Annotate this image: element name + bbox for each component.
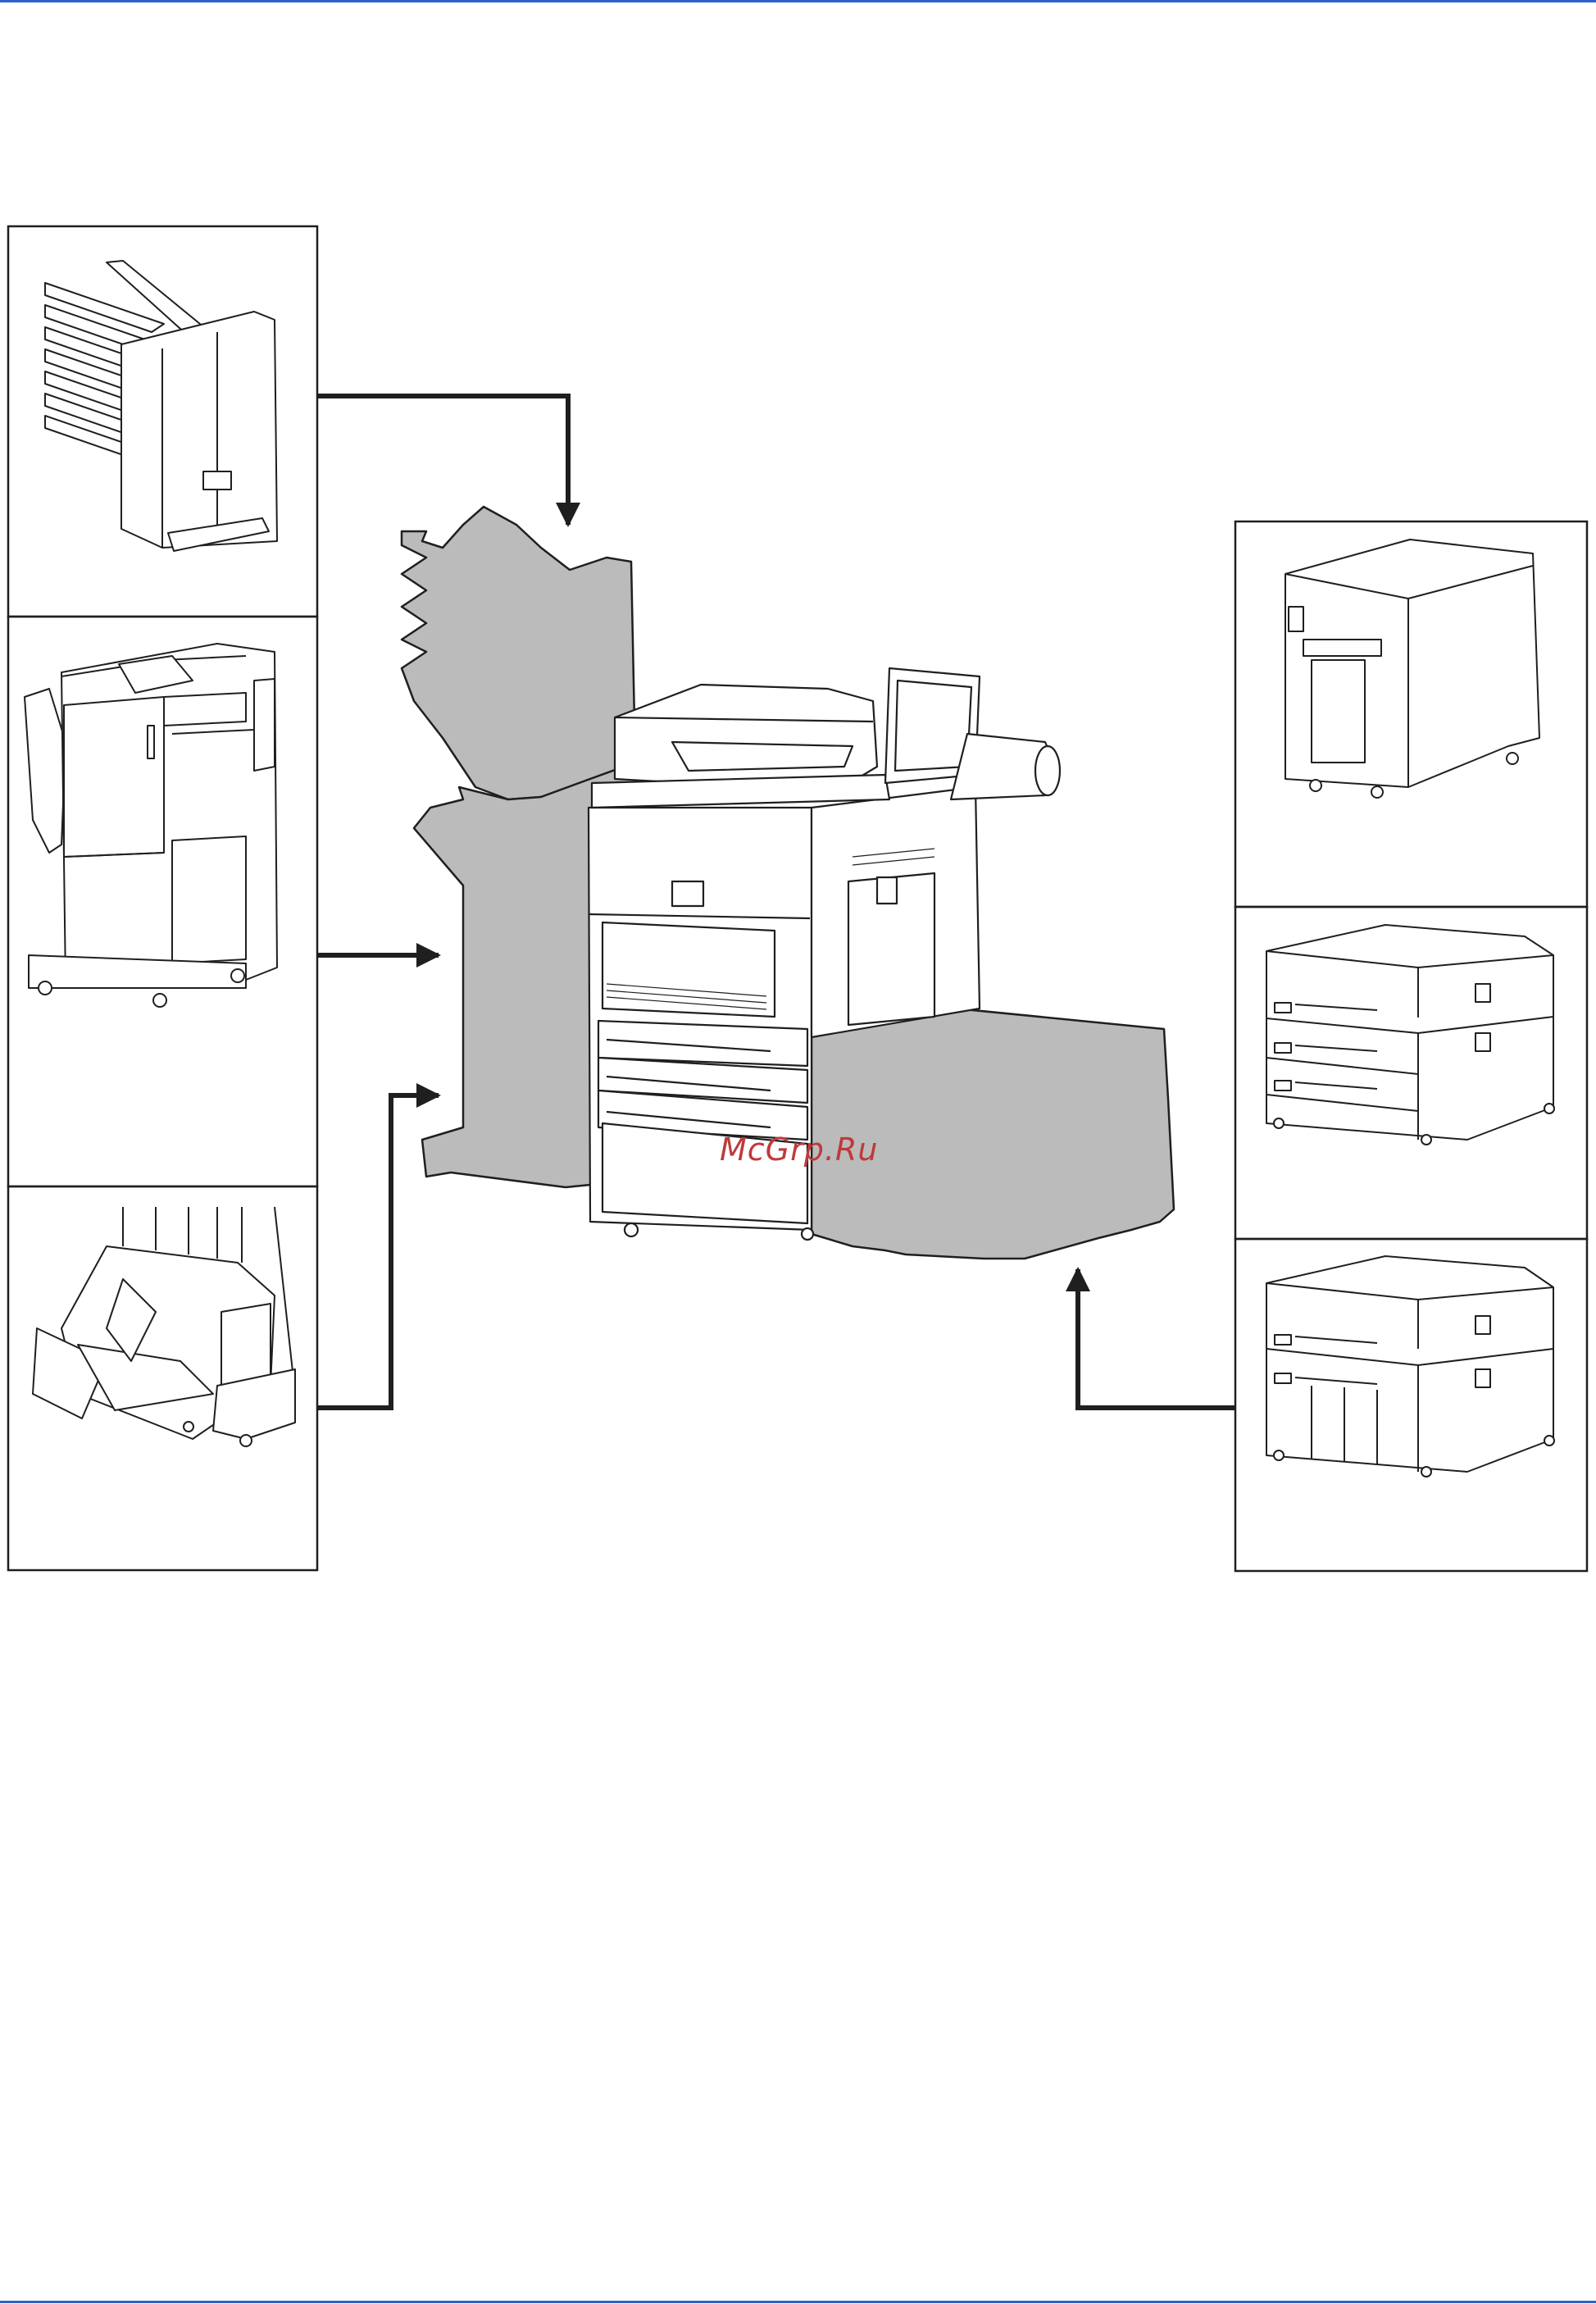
arrow-mailbox-to-mfp <box>317 396 568 525</box>
mailbox-silhouette <box>402 507 635 799</box>
arrow-feeder-to-mfp <box>1078 1269 1235 1408</box>
inner-finisher-icon <box>33 1207 295 1446</box>
large-capacity-feeder-icon <box>1266 1256 1554 1477</box>
mailbox-sorter-icon <box>45 261 277 551</box>
paper-feeder-icon <box>1266 925 1554 1145</box>
arrow-inner-finisher-to-mfp <box>317 1095 439 1408</box>
right-connectors <box>1078 1269 1235 1408</box>
paper-feeder-silhouette <box>812 1000 1174 1259</box>
side-feeder-icon <box>1285 540 1539 798</box>
watermark-text: McGrp.Ru <box>720 1132 878 1168</box>
floor-finisher-icon <box>25 644 277 1007</box>
